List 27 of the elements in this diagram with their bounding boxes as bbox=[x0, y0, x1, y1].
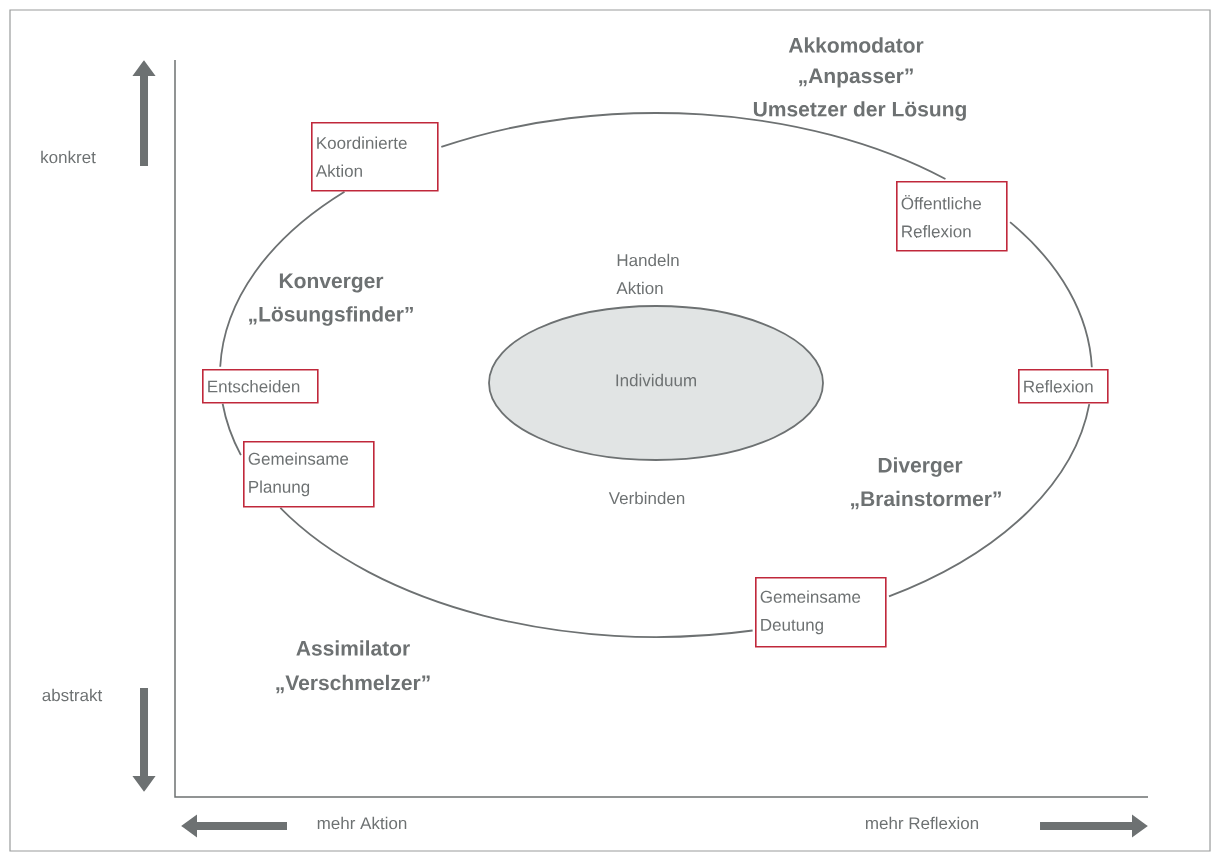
axis-label: mehr Aktion bbox=[317, 816, 407, 830]
quadrant-title: Akkomodator bbox=[788, 37, 924, 53]
axis-label: abstrakt bbox=[42, 688, 103, 702]
quadrant-title: „Lösungsfinder” bbox=[249, 306, 413, 326]
quadrant-title: Assimilator bbox=[296, 640, 410, 656]
axis-label: Handeln bbox=[617, 253, 679, 267]
axis-label: Verbinden bbox=[608, 491, 685, 505]
ellipse-arc bbox=[440, 112, 947, 180]
term-box: Reflexion bbox=[1018, 369, 1109, 404]
ellipse-arc bbox=[888, 403, 1091, 598]
quadrant-title: Diverger bbox=[878, 457, 963, 477]
quadrant-title: Umsetzer der Lösung bbox=[753, 101, 966, 121]
ellipse-arc bbox=[221, 402, 242, 456]
axis-label: konkret bbox=[41, 150, 96, 164]
term-box: Gemeinsame Deutung bbox=[755, 577, 887, 648]
term-box: Öffentliche Reflexion bbox=[896, 181, 1008, 252]
term-box: Koordinierte Aktion bbox=[311, 122, 439, 192]
quadrant-title: „Brainstormer” bbox=[851, 490, 1001, 510]
axis-label: mehr Reflexion bbox=[866, 816, 979, 830]
quadrant-title: Konverger bbox=[279, 273, 384, 293]
quadrant-title: „Verschmelzer” bbox=[276, 674, 430, 694]
ellipse-arc bbox=[1009, 221, 1093, 369]
term-box: Gemeinsame Planung bbox=[243, 441, 375, 508]
term-box: Entscheiden bbox=[202, 369, 319, 404]
ellipse-arc bbox=[219, 190, 346, 368]
ellipse-arc bbox=[279, 507, 754, 638]
quadrant-title: „Anpasser” bbox=[799, 68, 913, 88]
